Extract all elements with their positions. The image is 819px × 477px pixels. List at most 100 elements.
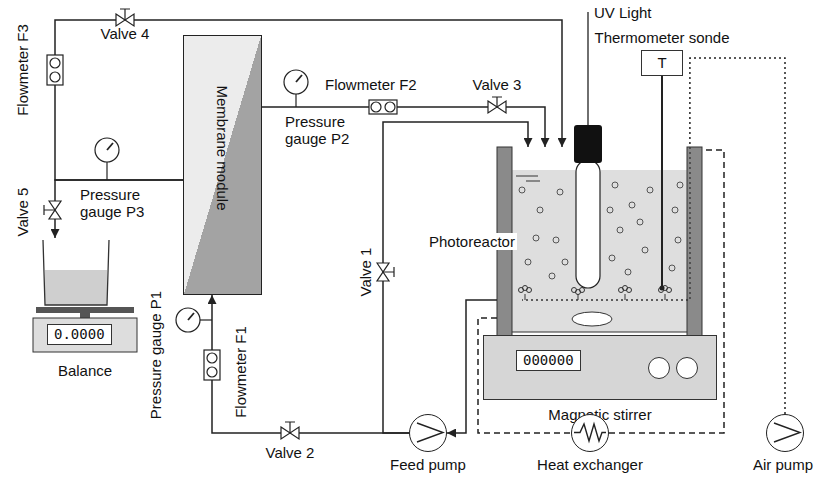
air-bubbles	[637, 219, 643, 225]
pump-label: Feed pump	[390, 456, 466, 473]
valve-symbol	[44, 9, 506, 439]
air-bubbles	[629, 202, 635, 208]
thermometer-probe	[660, 286, 665, 291]
pipe-connector	[55, 180, 183, 238]
stir-bar	[572, 312, 612, 326]
air-bubbles	[553, 237, 559, 243]
module-label: Membrane module	[214, 85, 231, 210]
air-bubbles	[607, 207, 613, 213]
stirrer-display: 000000	[516, 350, 581, 371]
air-sparger	[627, 288, 632, 293]
air-sparger	[522, 147, 690, 300]
air-bubbles	[549, 273, 555, 279]
pressure-gauge-symbol	[106, 162, 107, 180]
photoreactor-tank	[497, 147, 702, 337]
flowmeter-symbol	[385, 102, 395, 112]
valve-symbol	[285, 422, 295, 433]
exchanger-label: Heat exchanger	[537, 456, 643, 473]
air-sparger	[580, 288, 585, 293]
thermometer-display: T	[657, 54, 666, 71]
stirrer-knob	[676, 357, 698, 379]
uv-lamp	[587, 12, 588, 125]
air-bubbles	[609, 255, 615, 261]
photoreactor-tank	[687, 147, 702, 337]
pipe-connector	[212, 295, 409, 433]
stirrer-knob	[648, 357, 670, 379]
air-bubbles	[669, 265, 675, 271]
pump-label: Air pump	[753, 456, 813, 473]
membrane-module: Membrane module	[183, 35, 262, 295]
air-pump: Air pump	[766, 414, 804, 452]
pump-icon	[572, 415, 607, 450]
valve-symbol	[44, 205, 55, 215]
air-bubbles	[519, 187, 525, 193]
flowmeter-symbol	[47, 55, 63, 85]
thermometer-probe	[660, 76, 665, 291]
part-label: Valve 5	[14, 188, 31, 237]
balance-scale	[43, 240, 109, 305]
part-label: Pressure gauge P1	[147, 291, 164, 419]
pump-icon	[574, 424, 606, 441]
part-label: Valve 1	[357, 248, 374, 297]
photoreactor-tank	[516, 176, 540, 181]
flowmeter-symbol	[371, 102, 381, 112]
balance-scale	[45, 270, 107, 305]
air-bubbles	[625, 269, 631, 275]
air-bubbles	[612, 182, 618, 188]
pump-icon	[767, 415, 802, 450]
air-bubbles	[537, 207, 543, 213]
pressure-gauge-symbol	[107, 143, 113, 150]
thermometer-sonde: Thermometer sondeT	[641, 50, 683, 76]
flowmeter-symbol	[50, 58, 60, 68]
magnetic-stirrer: 000000Magnetic stirrer	[483, 335, 717, 400]
air-bubbles	[617, 227, 623, 233]
photoreactor-tank	[512, 332, 687, 333]
pressure-gauge-symbol	[296, 75, 302, 82]
air-bubbles	[525, 259, 531, 265]
flowmeter-symbol	[207, 367, 217, 377]
air-bubbles	[675, 237, 681, 243]
balance-scale	[36, 307, 134, 313]
air-bubbles	[647, 187, 653, 193]
air-bubbles	[562, 259, 568, 265]
flowmeter-symbol	[207, 353, 217, 363]
pump-icon	[417, 423, 443, 442]
part-label: Flowmeter F3	[14, 24, 31, 116]
pipe-connector	[262, 107, 545, 147]
balance-scale	[80, 313, 90, 318]
balance-display: 0.0000	[47, 324, 112, 345]
part-label: Valve 3	[473, 76, 522, 93]
valve-symbol	[492, 97, 502, 107]
feed-pump: Feed pump	[409, 414, 447, 452]
air-sparger	[527, 288, 532, 293]
air-sparger	[525, 294, 665, 300]
pressure-gauge-symbol	[95, 138, 119, 162]
uv-lamp	[574, 12, 602, 288]
flowmeter-symbol	[204, 350, 220, 380]
part-label: Flowmeter F2	[325, 76, 417, 93]
air-bubbles	[533, 235, 539, 241]
air-sparger	[519, 147, 691, 300]
photoreactor: Photoreactor	[497, 147, 702, 337]
reactor-label: Photoreactor	[427, 233, 517, 250]
air-bubbles	[642, 247, 648, 253]
pump-icon	[774, 423, 800, 442]
balance-label: Balance	[58, 362, 112, 379]
uv-lamp	[576, 160, 600, 288]
air-bubbles	[519, 182, 683, 279]
flowmeter-symbol	[369, 100, 397, 114]
part-label: Pressure gauge P2	[285, 113, 365, 147]
pressure-gauge-symbol	[188, 313, 194, 320]
thermometer-probe	[661, 76, 663, 286]
valve-symbol	[383, 267, 394, 277]
balance-scale	[33, 318, 137, 352]
balance-scale	[33, 240, 137, 352]
pressure-gauge-symbol	[284, 70, 308, 94]
thermometer-label: Thermometer sonde	[594, 29, 729, 46]
valve-symbol	[120, 9, 130, 20]
air-sparger	[667, 288, 672, 293]
